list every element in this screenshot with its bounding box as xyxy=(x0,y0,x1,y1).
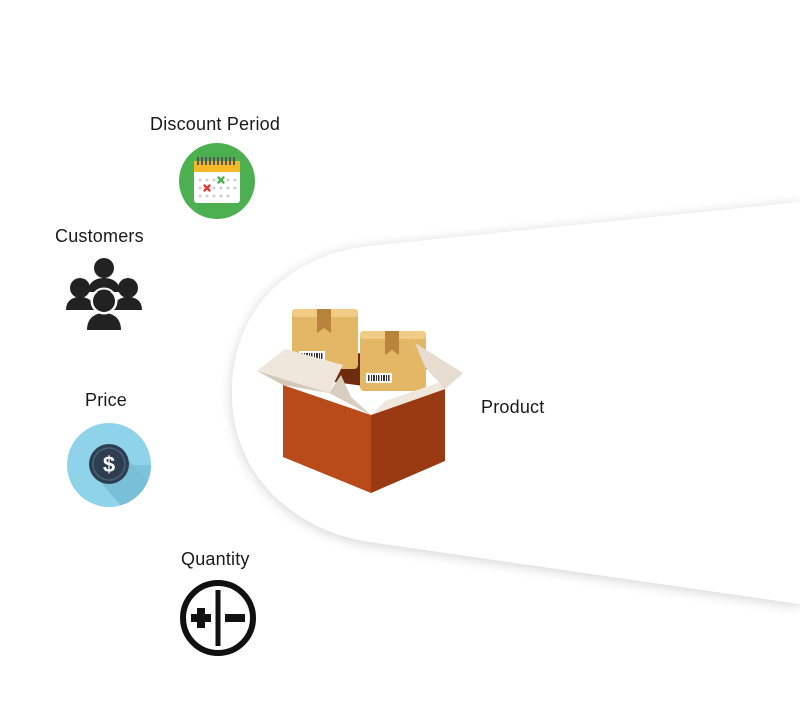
people-group-icon xyxy=(66,256,142,330)
discount-period-label: Discount Period xyxy=(150,114,280,135)
product-label: Product xyxy=(481,397,544,418)
customers-label: Customers xyxy=(55,226,144,247)
calendar-icon xyxy=(179,143,255,219)
dollar-coin-icon: $ xyxy=(67,423,151,507)
plus-minus-icon xyxy=(178,578,258,658)
price-label: Price xyxy=(85,390,127,411)
product-box-icon xyxy=(255,305,467,497)
quantity-label: Quantity xyxy=(181,549,250,570)
svg-text:$: $ xyxy=(103,452,115,477)
